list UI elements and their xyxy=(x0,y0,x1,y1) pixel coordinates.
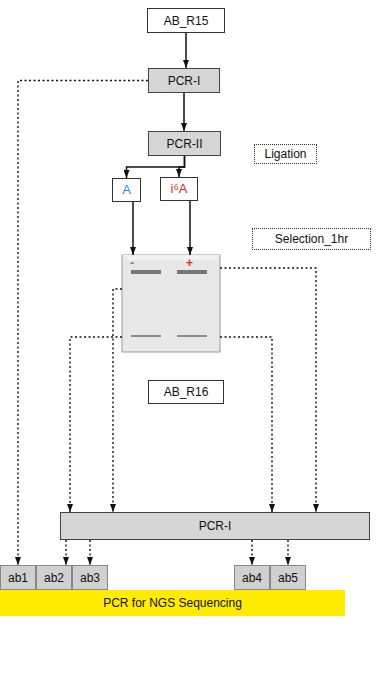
box-label: i⁶A xyxy=(171,182,188,196)
box-label: PCR-I xyxy=(199,519,232,533)
dotted-arrow xyxy=(65,540,66,565)
gel-band xyxy=(177,335,207,337)
box-label: Ligation xyxy=(264,147,306,161)
dotted-arrow xyxy=(220,337,272,512)
process-box: PCR-I xyxy=(148,68,220,93)
library-box: ab1 xyxy=(0,565,36,590)
flow-arrow xyxy=(185,33,187,68)
dotted-arrow xyxy=(287,540,288,565)
dotted-arrow xyxy=(113,289,122,512)
flow-arrow xyxy=(183,93,185,131)
process-box: PCR-II xyxy=(148,131,221,156)
dotted-arrow xyxy=(70,337,122,512)
library-box: ab2 xyxy=(36,565,72,590)
box-label: PCR-I xyxy=(168,74,201,88)
flow-arrow xyxy=(179,156,185,177)
box-label: AB_R15 xyxy=(164,14,209,28)
gel-band xyxy=(131,270,161,274)
box-label: PCR-II xyxy=(167,137,203,151)
box-label: ab3 xyxy=(80,571,100,585)
box-label: ab4 xyxy=(242,571,262,585)
gel-slab xyxy=(122,255,220,352)
sample-box: i⁶A xyxy=(160,177,198,201)
gel-band xyxy=(177,270,207,274)
box-label: PCR for NGS Sequencing xyxy=(103,596,242,610)
box-label: ab1 xyxy=(8,571,28,585)
dotted-arrow xyxy=(220,268,316,512)
round-box: AB_R15 xyxy=(147,8,225,33)
dotted-arrow xyxy=(89,540,90,565)
sample-box: A xyxy=(112,178,141,202)
polarity-sign: + xyxy=(186,256,193,270)
dotted-arrow xyxy=(251,540,252,565)
dotted-arrow xyxy=(18,81,148,566)
step-note: Ligation xyxy=(254,144,317,164)
box-label: AB_R16 xyxy=(164,385,209,399)
step-note: Selection_1hr xyxy=(252,228,371,250)
flow-arrow xyxy=(189,201,191,255)
library-box: ab3 xyxy=(72,565,108,590)
box-label: A xyxy=(122,183,131,197)
box-label: ab2 xyxy=(44,571,64,585)
gel-top-face xyxy=(122,255,220,260)
library-box: ab4 xyxy=(234,565,270,590)
sequencing-band: PCR for NGS Sequencing xyxy=(0,590,345,616)
process-box: PCR-I xyxy=(60,512,370,540)
flow-arrow xyxy=(132,202,134,255)
box-label: Selection_1hr xyxy=(275,232,348,246)
gel-band xyxy=(131,335,161,337)
gel-box: -+ xyxy=(122,255,220,352)
round-box: AB_R16 xyxy=(148,380,224,404)
box-label: ab5 xyxy=(278,571,298,585)
flow-arrow xyxy=(127,156,185,178)
library-box: ab5 xyxy=(270,565,306,590)
polarity-sign: - xyxy=(130,256,134,270)
